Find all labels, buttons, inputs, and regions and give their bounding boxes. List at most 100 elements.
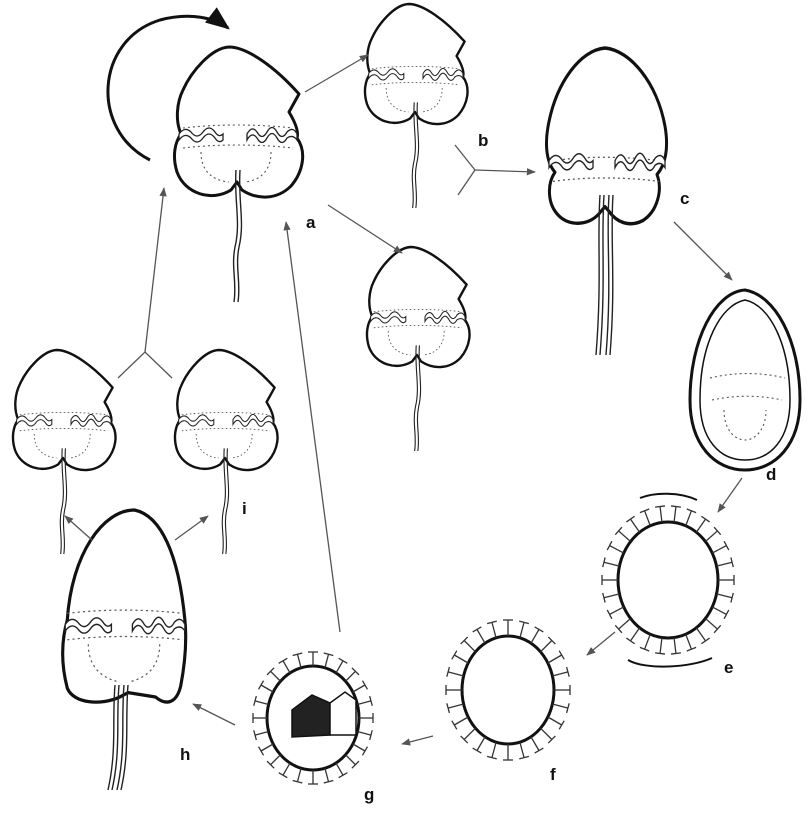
cyst-spine (255, 701, 269, 705)
cyst-spine (610, 607, 624, 614)
cyst-spine (454, 655, 468, 663)
cyst-spine (297, 654, 301, 668)
cyst-spine (645, 634, 651, 649)
cyst-spine (531, 737, 539, 751)
cyst-spine-tip (473, 748, 482, 753)
cyst-spine (261, 744, 273, 751)
cyst-spine (492, 622, 496, 637)
cyst-spine (552, 672, 567, 676)
cyst-spine-tip (607, 541, 612, 550)
cyst-spine (619, 618, 631, 629)
cyst-spine (604, 562, 620, 566)
label-i: i (242, 499, 247, 518)
cyst-e (602, 494, 734, 667)
cyst-spine (631, 628, 640, 641)
cyst-spine-tip (535, 627, 544, 632)
cyst-spine (464, 641, 475, 652)
cyst-spine (552, 704, 567, 708)
cyst-spine-tip (701, 516, 709, 522)
cyst-spine (448, 704, 463, 708)
cyst-spine (631, 519, 640, 532)
cyst-spine (531, 629, 539, 643)
cyst-spine (336, 661, 343, 673)
label-d: d (766, 465, 776, 484)
cyst-spine (271, 755, 281, 765)
cyst-spine (448, 672, 463, 676)
label-c: c (680, 189, 689, 208)
cyst-spine-tip (535, 748, 544, 753)
cyst-spine (357, 731, 371, 735)
cyst-spine-tip (362, 747, 367, 756)
label-b: b (478, 131, 488, 150)
cyst-spine (477, 737, 485, 751)
cyst-spine-tip (452, 721, 457, 730)
label-f: f (550, 765, 556, 784)
cyst-spine-tip (362, 681, 367, 690)
cyst-spine (548, 717, 562, 725)
cyst-spine-tip (701, 638, 709, 644)
cyst-spine (297, 768, 301, 782)
cyst-spine (686, 634, 692, 649)
cyst-spine (520, 742, 524, 757)
cyst-spine (454, 717, 468, 725)
cell-a (174, 47, 302, 302)
cyst-spine (696, 628, 705, 641)
cyst-spine (619, 531, 631, 542)
cyst-spine (325, 654, 329, 668)
cyst-spine (271, 671, 281, 681)
cyst-spine (712, 607, 726, 614)
cyst-spine (712, 546, 726, 553)
cyst-spine (696, 519, 705, 532)
label-g: g (364, 785, 374, 804)
cyst-spine-tip (671, 506, 681, 507)
cyst-spine (717, 562, 733, 566)
cyst-spine (705, 531, 717, 542)
cyst-spine-tip (655, 653, 665, 654)
label-h: h (180, 745, 190, 764)
cell-a-daughter (367, 247, 470, 451)
cyst-spine-tip (339, 773, 348, 778)
cyst-spine-tip (724, 610, 729, 619)
cyst-f (446, 620, 570, 760)
cyst-spine (604, 594, 620, 598)
cell-c (547, 48, 667, 224)
cyst-spine-tip (259, 747, 264, 756)
cyst-spine-tip (607, 610, 612, 619)
cyst-spine-tip (724, 541, 729, 550)
cyst-spine (645, 511, 651, 526)
cyst-spine (464, 728, 475, 739)
cyst-spine-tip (559, 721, 564, 730)
cyst-spine-tip (279, 773, 288, 778)
cyst-spine (336, 763, 343, 775)
cyst-g (253, 652, 373, 784)
cyst-spine (686, 511, 692, 526)
cell-b (365, 4, 468, 208)
cyst-spine (674, 638, 676, 654)
cyst-spine (492, 742, 496, 757)
cell-h (63, 510, 186, 702)
cyst-spine (477, 629, 485, 643)
cyst-spine (261, 685, 273, 692)
cyst-spine-tip (452, 651, 457, 660)
flagella-c (596, 195, 613, 355)
cyst-spine (674, 507, 676, 523)
cyst-spine (660, 638, 662, 654)
cyst-spine (357, 701, 371, 705)
cyst-spine-tip (626, 638, 634, 644)
cyst-spine (255, 731, 269, 735)
label-e: e (724, 658, 733, 677)
cyst-spine (283, 661, 290, 673)
cyst-d (690, 290, 800, 470)
cyst-spine-tip (671, 653, 681, 654)
cyst-spine-tip (339, 658, 348, 663)
cyst-spine-tip (559, 651, 564, 660)
cyst-spine (353, 744, 365, 751)
cyst-spine-tip (473, 627, 482, 632)
label-a: a (306, 213, 316, 232)
cyst-spine (717, 594, 733, 598)
cyst-spine (325, 768, 329, 782)
cyst-spine-tip (626, 516, 634, 522)
cyst-spine (283, 763, 290, 775)
cyst-spine (610, 546, 624, 553)
